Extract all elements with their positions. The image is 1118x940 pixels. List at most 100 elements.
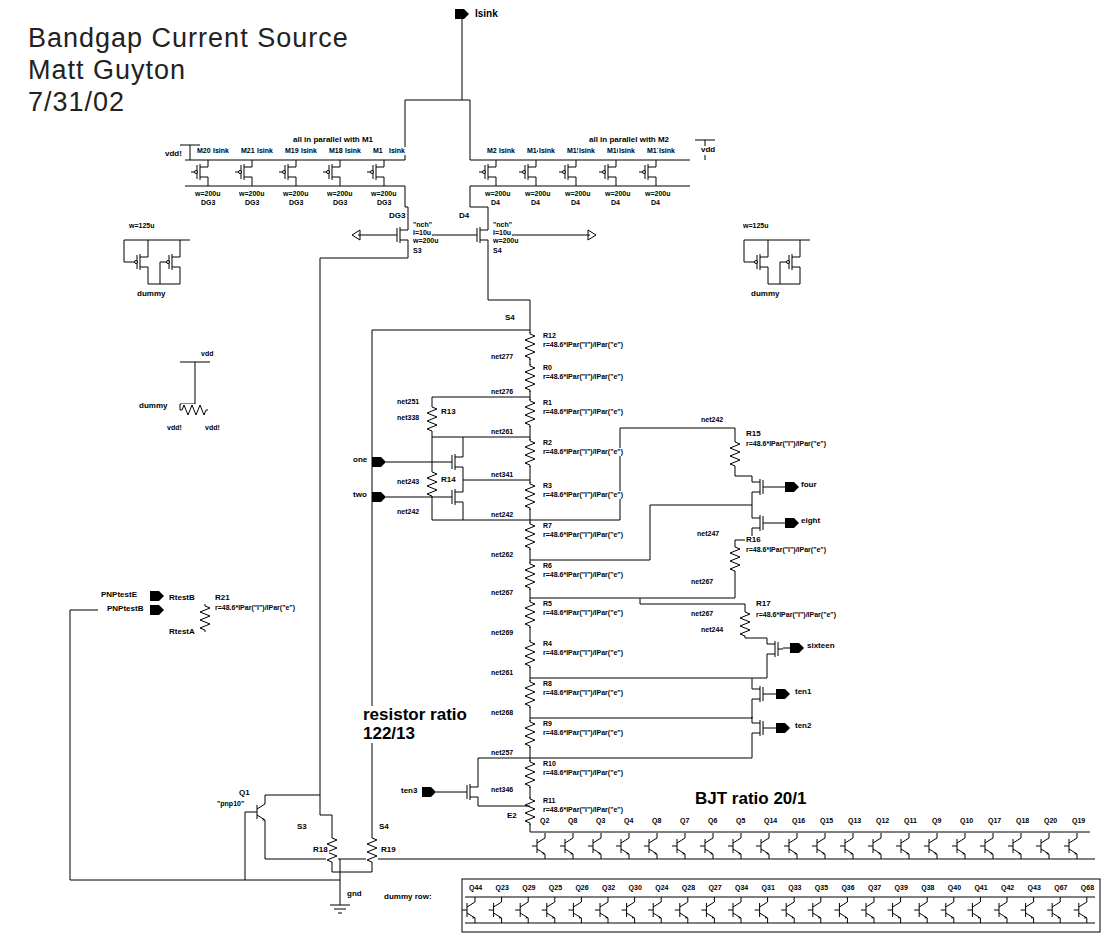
schematic-label: net244 [700,626,724,634]
schematic-label: Q44 [468,884,483,892]
schematic-label: r=48.6*lPar("l")/lPar("e") [542,769,624,777]
schematic-label: Q19 [1071,817,1086,825]
schematic-label: dummy row: [383,893,433,902]
pnp-symbol [781,897,794,923]
wire-path [358,235,590,236]
pnp-symbol [888,897,901,923]
schematic-label: Isink [256,147,274,155]
schematic-label: Q20 [1043,817,1058,825]
pnp-symbol [840,833,853,859]
schematic-label: D4 [458,212,470,221]
schematic-label: net267 [690,610,714,618]
schematic-label: r=48.6*lPar("l")/lPar("e") [542,649,624,657]
schematic-label: R17 [755,600,772,609]
pin-symbol [150,591,164,601]
schematic-label: Q15 [819,817,834,825]
wire-path [185,160,690,186]
resistor-symbol [524,522,536,550]
schematic-label: R11 [542,797,556,805]
resistor-symbol [180,404,208,416]
pmos-symbol [599,160,616,186]
wire-path [405,186,488,224]
pin-symbol [422,787,436,797]
schematic-label: M19 [284,147,300,155]
resistor-symbol [524,364,536,392]
schematic-label: R2 [542,439,553,447]
wire-path [332,859,372,905]
resistor-symbol [199,604,211,632]
schematic-label: r=48.6*lPar("l")/lPar("e") [542,806,624,814]
schematic-label: Q4 [623,817,634,825]
schematic-label: w=200u [370,190,398,198]
schematic-label: R13 [440,408,457,417]
schematic-label: S4 [504,314,516,323]
schematic-label: DG3 [200,199,216,207]
pmos-symbol [519,160,536,186]
schematic-label: four [800,481,818,490]
schematic-label: Q7 [679,817,690,825]
pnp-symbol [560,833,573,859]
pnp-symbol [675,897,688,923]
schematic-label: Q11 [903,817,918,825]
pmos-symbol [559,160,576,186]
pnp-symbol [808,897,821,923]
pnp-symbol [1064,833,1077,859]
schematic-label: M20 [196,147,212,155]
schematic-label: w=200u [524,190,552,198]
schematic-label: PNPtestB [106,605,144,614]
wire-path [320,246,530,836]
pnp-symbol [941,897,954,923]
wire-path [245,795,530,880]
schematic-label: S4 [492,247,503,255]
schematic-label: Q36 [840,884,855,892]
pnp-symbol [1074,897,1087,923]
schematic-label: r=48.6*lPar("l")/lPar("e") [214,604,296,612]
schematic-label: r=48.6*lPar("l")/lPar("e") [542,729,624,737]
schematic-label: w=200u [238,190,266,198]
schematic-label: PNPtestE [100,591,138,600]
schematic-label: r=48.6*lPar("l")/lPar("e") [542,689,624,697]
pmos-symbol [279,160,296,186]
schematic-label: r=48.6*lPar("l")/lPar("e") [755,611,837,619]
pin-symbol [455,9,469,19]
nmos-symbol [752,683,768,705]
pnp-symbol [542,897,555,923]
schematic-label: all in parallel with M2 [588,136,670,145]
pnp-symbol [700,833,713,859]
pin-symbol [372,492,386,502]
schematic-label: Q9 [931,817,942,825]
schematic-label: net276 [490,388,514,396]
resistor-symbol [366,836,378,864]
pnp-symbol [952,833,965,859]
pnp-symbol [462,897,475,923]
schematic-label: net243 [396,478,420,486]
outline-box [462,879,1100,932]
schematic-label: "nch" [492,221,513,229]
pnp-symbol [532,833,545,859]
schematic-label: Q8 [651,817,662,825]
schematic-label: Q32 [601,884,616,892]
schematic-label: R18 [312,846,329,855]
schematic-label: R14 [440,476,457,485]
schematic-label: net267 [690,578,714,586]
schematic-label: Q28 [681,884,696,892]
schematic-label: dummy [136,290,166,299]
schematic-label: r=48.6*lPar("l")/lPar("e") [542,448,624,456]
schematic-label: DG3 [376,199,392,207]
schematic-label: net346 [490,786,514,794]
diagram-title: Bandgap Current Source [28,24,349,54]
pnp-symbol [644,833,657,859]
schematic-label: DG3 [388,212,406,221]
pnp-symbol [489,897,502,923]
schematic-label: Q8 [567,817,578,825]
schematic-label: R5 [542,600,553,608]
schematic-label: net267 [490,589,514,597]
pnp-symbol [914,897,927,923]
schematic-label: R19 [380,846,397,855]
schematic-label: D4 [530,199,541,207]
schematic-label: R9 [542,720,553,728]
pnp-symbol [980,833,993,859]
schematic-label: Q10 [959,817,974,825]
schematic-label: w=200u [492,237,520,245]
schematic-label: Q29 [521,884,536,892]
